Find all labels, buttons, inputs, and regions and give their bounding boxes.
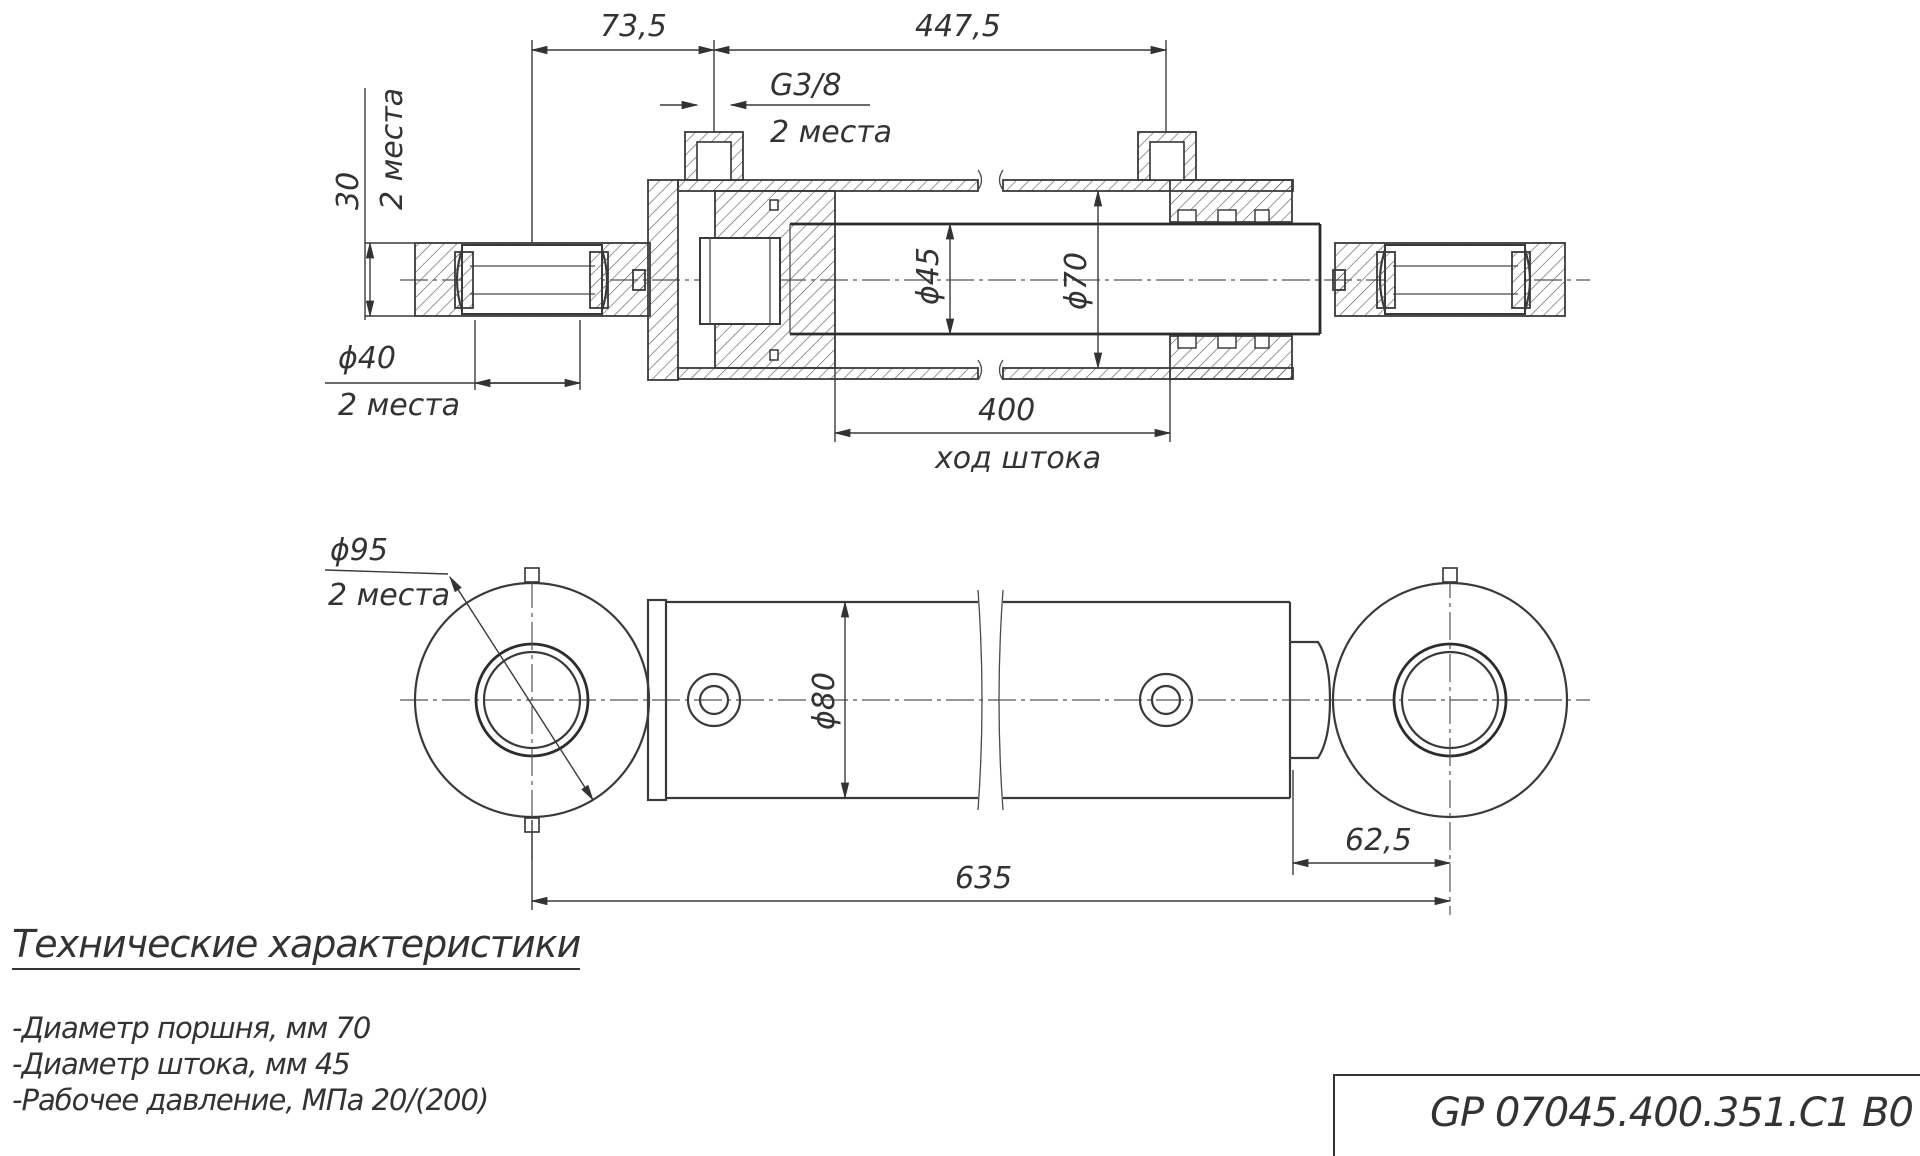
left-eye-section <box>414 242 651 317</box>
port-left <box>684 131 744 181</box>
port-left-view <box>686 672 742 728</box>
dim-62-5: 62,5 <box>1345 823 1412 858</box>
barrel-view <box>646 589 1332 811</box>
dim-phi70: ϕ70 <box>1059 252 1094 310</box>
dim-phi40-qty: 2 места <box>338 388 460 423</box>
rod-section <box>789 222 1322 336</box>
dim-phi95-qty: 2 места <box>328 578 450 613</box>
port-right <box>1137 131 1197 181</box>
right-eye-section <box>1332 242 1566 317</box>
specs-list: -Диаметр поршня, мм 70 -Диаметр штока, м… <box>12 1010 489 1118</box>
dim-73-5: 73,5 <box>600 9 667 44</box>
dim-phi80: ϕ80 <box>807 672 842 730</box>
spec-working-pressure: -Рабочее давление, МПа 20/(200) <box>12 1083 489 1117</box>
drawing-code: GP 07045.400.351.C1 B0 <box>1430 1090 1914 1136</box>
piston-section <box>699 190 836 369</box>
dim-phi45: ϕ45 <box>911 247 946 305</box>
dim-stroke-label: ход штока <box>934 441 1101 476</box>
dim-447-5: 447,5 <box>915 9 1001 44</box>
dim-30: 30 <box>331 172 366 210</box>
barrel-section <box>677 169 1294 381</box>
spec-piston-diameter: -Диаметр поршня, мм 70 <box>12 1011 371 1045</box>
external-view: ϕ95 2 места ϕ80 62,5 635 <box>324 533 1590 915</box>
dim-400: 400 <box>978 393 1035 428</box>
left-grease-nipple <box>632 269 646 291</box>
title-block <box>1333 1074 1920 1156</box>
specs-title: Технические характеристики <box>12 922 581 970</box>
dim-thread: G3/8 <box>770 68 842 103</box>
dim-phi40: ϕ40 <box>338 341 396 376</box>
dim-thread-qty: 2 места <box>770 115 892 150</box>
dim-phi95: ϕ95 <box>330 533 388 568</box>
left-end-cap <box>647 179 679 381</box>
dim-line-phi95 <box>449 575 594 802</box>
right-eye-view <box>1331 567 1569 915</box>
section-view: 73,5 447,5 G3/8 2 места 30 2 места ϕ40 2… <box>325 9 1590 476</box>
spec-rod-diameter: -Диаметр штока, мм 45 <box>12 1047 351 1081</box>
dim-635: 635 <box>955 861 1012 896</box>
port-right-view <box>1138 672 1194 728</box>
gland-head-section <box>1169 179 1293 380</box>
dim-30-qty: 2 места <box>375 88 410 210</box>
